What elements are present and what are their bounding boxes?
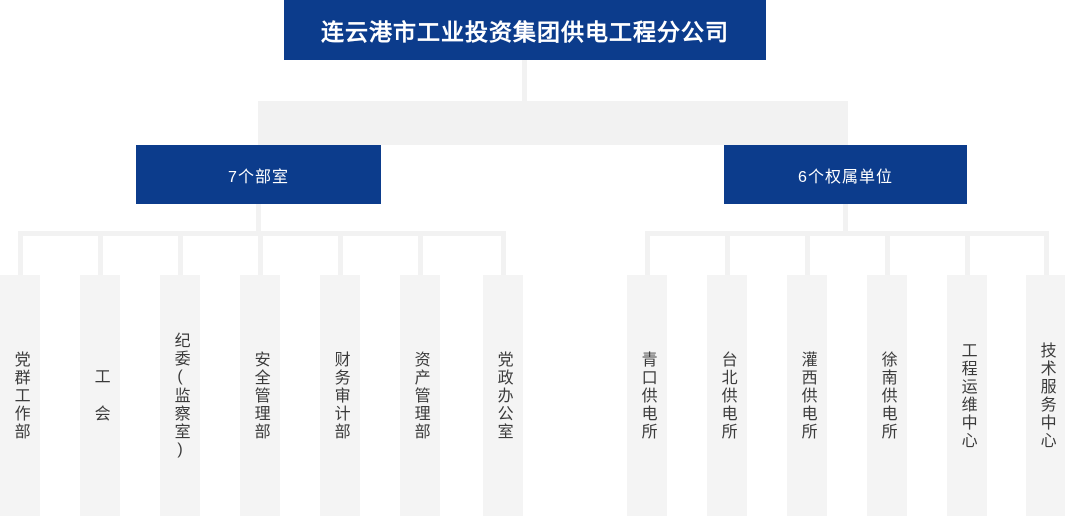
connector-drop-department-3 <box>178 231 183 275</box>
leaf-node-affiliate-2[interactable]: 台北供电所 <box>707 275 747 516</box>
connector-drop-affiliate-2 <box>725 231 730 275</box>
leaf-node-affiliate-3[interactable]: 灌西供电所 <box>787 275 827 516</box>
connector-drop-affiliate-1 <box>645 231 650 275</box>
leaf-node-affiliate-5[interactable]: 工程运维中心 <box>947 275 987 516</box>
leaf-node-department-1[interactable]: 党群工作部 <box>0 275 40 516</box>
connector-drop-affiliate-4 <box>885 231 890 275</box>
leaf-node-department-4[interactable]: 安全管理部 <box>240 275 280 516</box>
leaf-label: 工 会 <box>91 368 109 423</box>
leaf-node-affiliate-1[interactable]: 青口供电所 <box>627 275 667 516</box>
connector-drop-department-6 <box>418 231 423 275</box>
connector-drop-affiliate-5 <box>965 231 970 275</box>
leaf-node-affiliate-4[interactable]: 徐南供电所 <box>867 275 907 516</box>
leaf-label: 纪委(监察室) <box>171 331 189 460</box>
connector-drop-department-7 <box>501 231 506 275</box>
connector-drop-department-5 <box>338 231 343 275</box>
leaf-node-department-2[interactable]: 工 会 <box>80 275 120 516</box>
leaf-label: 财务审计部 <box>331 350 349 441</box>
connector-drop-department-1 <box>18 231 23 275</box>
connector-drop-department-2 <box>98 231 103 275</box>
connector-root-stub <box>522 60 527 101</box>
connector-drop-affiliate-6 <box>1044 231 1049 275</box>
leaf-label: 青口供电所 <box>638 350 656 441</box>
connector-bus-affiliates <box>645 231 1049 236</box>
leaf-node-department-7[interactable]: 党政办公室 <box>483 275 523 516</box>
leaf-label: 资产管理部 <box>411 350 429 441</box>
leaf-label: 灌西供电所 <box>798 350 816 441</box>
branch-node-affiliates[interactable]: 6个权属单位 <box>724 145 967 204</box>
leaf-label: 徐南供电所 <box>878 350 896 441</box>
leaf-label: 党政办公室 <box>494 350 512 441</box>
connector-level1-band <box>258 101 848 145</box>
leaf-node-department-6[interactable]: 资产管理部 <box>400 275 440 516</box>
leaf-node-affiliate-6[interactable]: 技术服务中心 <box>1026 275 1065 516</box>
branch-node-departments[interactable]: 7个部室 <box>136 145 381 204</box>
connector-branch-stub-left <box>256 204 261 233</box>
connector-drop-affiliate-3 <box>805 231 810 275</box>
leaf-label: 安全管理部 <box>251 350 269 441</box>
connector-drop-department-4 <box>258 231 263 275</box>
leaf-label: 技术服务中心 <box>1037 341 1055 450</box>
connector-branch-stub-right <box>843 204 848 233</box>
leaf-node-department-3[interactable]: 纪委(监察室) <box>160 275 200 516</box>
leaf-label: 台北供电所 <box>718 350 736 441</box>
leaf-label: 党群工作部 <box>11 350 29 441</box>
org-root-node[interactable]: 连云港市工业投资集团供电工程分公司 <box>284 0 766 60</box>
leaf-label: 工程运维中心 <box>958 341 976 450</box>
leaf-node-department-5[interactable]: 财务审计部 <box>320 275 360 516</box>
